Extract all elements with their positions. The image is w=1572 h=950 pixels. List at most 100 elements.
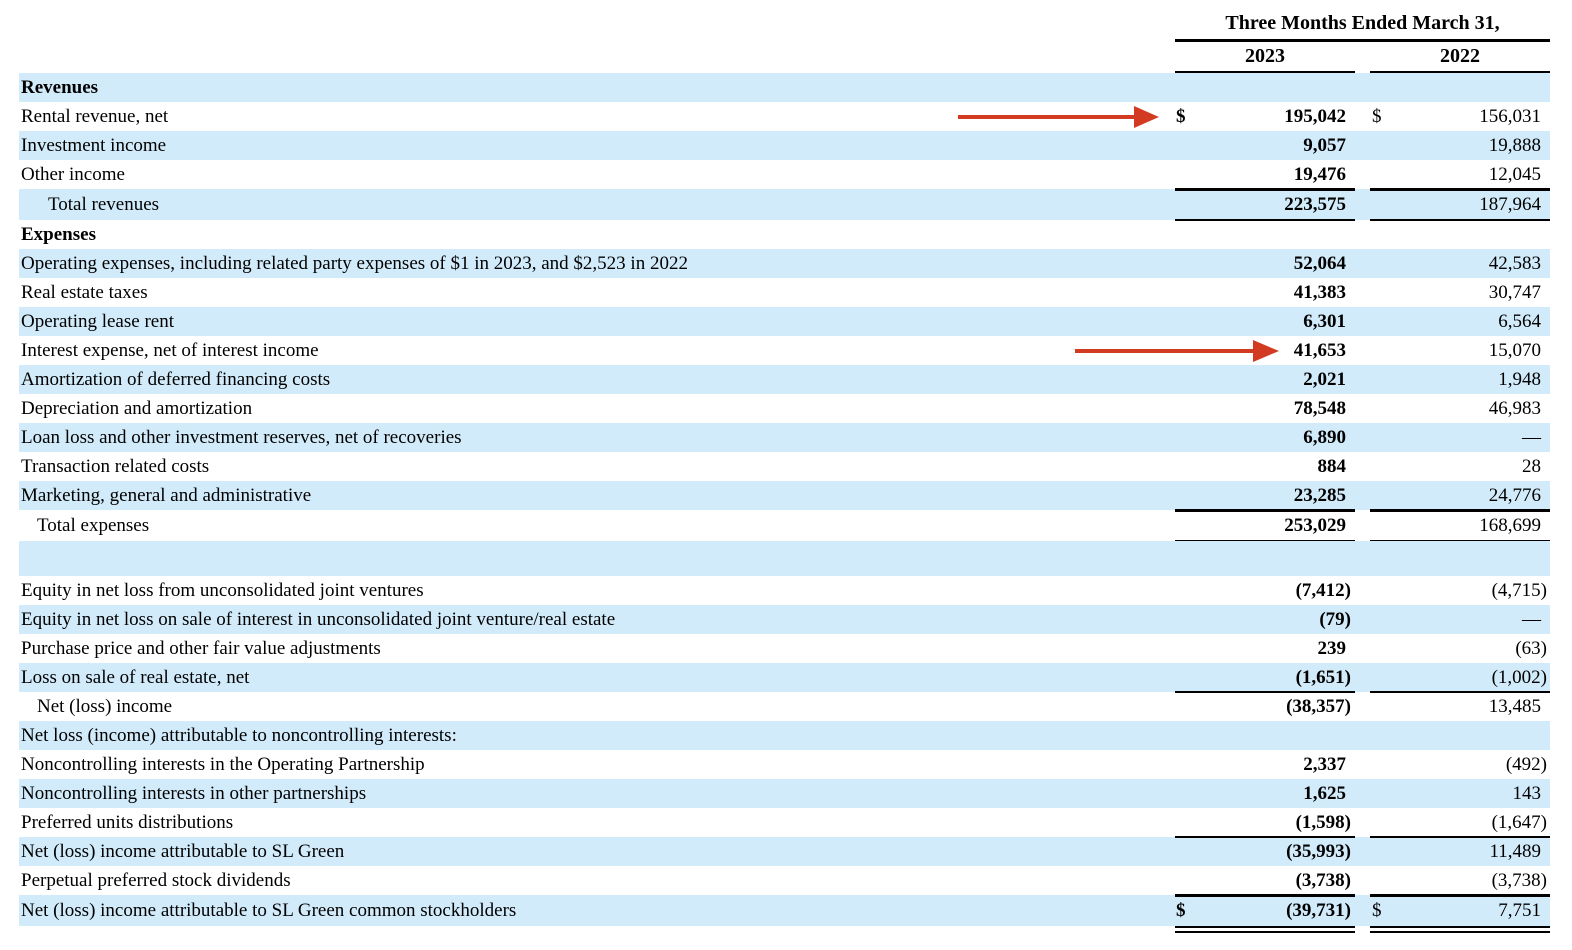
value-2023: 78,548: [1293, 397, 1346, 419]
value-2022: 24,776: [1488, 484, 1541, 506]
row-label: Equity in net loss on sale of interest i…: [21, 608, 616, 630]
value-2022: 42,583: [1488, 252, 1541, 274]
value-2023: 223,575: [1284, 193, 1346, 215]
value-2023: (7,412): [1295, 579, 1351, 601]
value-2022: 19,888: [1488, 134, 1541, 156]
row-label: Loss on sale of real estate, net: [21, 666, 250, 688]
subtotal-rule: [1370, 836, 1550, 838]
value-2022: —: [1522, 608, 1541, 630]
value-2022: 156,031: [1479, 105, 1541, 127]
value-2022: 6,564: [1498, 310, 1541, 332]
double-rule: [1175, 931, 1355, 933]
section-header-expenses: Expenses: [0, 220, 1572, 249]
row-label: Rental revenue, net: [21, 105, 169, 127]
table-row-marketing-general-admin: Marketing, general and administrative 23…: [0, 481, 1572, 510]
value-2022: (492): [1505, 753, 1547, 775]
value-2022: 1,948: [1498, 368, 1541, 390]
value-2022: 143: [1512, 782, 1542, 804]
value-2023: 239: [1317, 637, 1347, 659]
table-row-transaction-costs: Transaction related costs 884 28: [0, 452, 1572, 481]
table-row-loss-sale-real-estate: Loss on sale of real estate, net (1,651)…: [0, 663, 1572, 692]
subtotal-rule: [1175, 188, 1355, 191]
currency-symbol: $: [1372, 105, 1382, 127]
currency-symbol: $: [1372, 899, 1382, 921]
row-label: Loan loss and other investment reserves,…: [21, 426, 462, 448]
subtotal-rule: [1175, 691, 1355, 693]
value-2023: 195,042: [1284, 105, 1346, 127]
table-row-real-estate-taxes: Real estate taxes 41,383 30,747: [0, 278, 1572, 307]
value-2023: 19,476: [1293, 163, 1346, 185]
row-label: Transaction related costs: [21, 455, 210, 477]
table-row-equity-loss-sale-interest: Equity in net loss on sale of interest i…: [0, 605, 1572, 634]
value-2023: 884: [1317, 455, 1347, 477]
table-row-total-expenses: Total expenses 253,029 168,699: [0, 509, 1572, 542]
row-label: Operating lease rent: [21, 310, 174, 332]
row-label: Depreciation and amortization: [21, 397, 253, 419]
value-2023: (3,738): [1295, 869, 1351, 891]
row-label: Investment income: [21, 134, 167, 156]
table-row-operating-lease-rent: Operating lease rent 6,301 6,564: [0, 307, 1572, 336]
row-label: Revenues: [21, 76, 99, 98]
value-2022: 187,964: [1479, 193, 1541, 215]
value-2023: 1,625: [1303, 782, 1346, 804]
row-label: Equity in net loss from unconsolidated j…: [21, 579, 424, 601]
row-label: Net loss (income) attributable to noncon…: [21, 724, 457, 746]
subtotal-rule: [1370, 188, 1550, 191]
table-row-loan-loss-reserves: Loan loss and other investment reserves,…: [0, 423, 1572, 452]
table-row-nci-operating-partnership: Noncontrolling interests in the Operatin…: [0, 750, 1572, 779]
row-label: Net (loss) income: [37, 695, 173, 717]
table-row-investment-income: Investment income 9,057 19,888: [0, 131, 1572, 160]
section-header-revenues: Revenues: [0, 73, 1572, 102]
value-2023: 9,057: [1303, 134, 1346, 156]
row-label: Total expenses: [37, 514, 150, 536]
subtotal-rule: [1370, 509, 1550, 512]
value-2023: (39,731): [1286, 899, 1351, 921]
value-2022: 12,045: [1488, 163, 1541, 185]
row-label: Total revenues: [48, 193, 160, 215]
table-row-other-income: Other income 19,476 12,045: [0, 160, 1572, 189]
row-label: Purchase price and other fair value adju…: [21, 637, 381, 659]
table-row-purchase-price-adjustments: Purchase price and other fair value adju…: [0, 634, 1572, 663]
value-2022: 168,699: [1479, 514, 1541, 536]
table-row-rental-revenue: Rental revenue, net $ 195,042 $ 156,031: [0, 102, 1572, 131]
row-label: Amortization of deferred financing costs: [21, 368, 331, 390]
value-2023: 23,285: [1293, 484, 1346, 506]
row-label: Expenses: [21, 223, 96, 245]
value-2023: 52,064: [1293, 252, 1346, 274]
total-rule: [1175, 219, 1355, 221]
value-2022: (3,738): [1491, 869, 1547, 891]
value-2022: (63): [1515, 637, 1547, 659]
period-title: Three Months Ended March 31,: [1225, 12, 1500, 34]
value-2023: (79): [1319, 608, 1351, 630]
arrow-right-icon: [958, 106, 1159, 128]
value-2022: 46,983: [1488, 397, 1541, 419]
row-label: Operating expenses, including related pa…: [21, 252, 688, 274]
income-statement-table: Revenues Rental revenue, net $ 195,042 $…: [0, 73, 1572, 933]
table-row-nci-other-partnerships: Noncontrolling interests in other partne…: [0, 779, 1572, 808]
row-label: Preferred units distributions: [21, 811, 234, 833]
double-rule: [1370, 931, 1550, 933]
value-2023: 253,029: [1284, 514, 1346, 536]
table-row-total-revenues: Total revenues 223,575 187,964: [0, 188, 1572, 221]
value-2023: 6,890: [1303, 426, 1346, 448]
currency-symbol: $: [1176, 105, 1186, 127]
column-underline-2022: [1370, 71, 1550, 73]
value-2023: 2,337: [1303, 753, 1346, 775]
arrow-right-icon: [1075, 340, 1279, 362]
row-label: Perpetual preferred stock dividends: [21, 869, 291, 891]
table-row-net-income-sl-green: Net (loss) income attributable to SL Gre…: [0, 836, 1572, 866]
row-label: Net (loss) income attributable to SL Gre…: [21, 840, 345, 862]
value-2022: 30,747: [1488, 281, 1541, 303]
table-row-equity-net-loss-jv: Equity in net loss from unconsolidated j…: [0, 576, 1572, 605]
value-2022: —: [1522, 426, 1541, 448]
column-header-2023: 2023: [1245, 45, 1285, 67]
table-row-interest-expense: Interest expense, net of interest income…: [0, 336, 1572, 365]
value-2023: 41,653: [1293, 339, 1346, 361]
subtotal-rule: [1175, 509, 1355, 512]
row-label: Marketing, general and administrative: [21, 484, 312, 506]
subtotal-rule: [1175, 894, 1355, 897]
value-2023: 41,383: [1293, 281, 1346, 303]
table-row-depreciation: Depreciation and amortization 78,548 46,…: [0, 394, 1572, 423]
total-rule: [1370, 219, 1550, 221]
section-header-noncontrolling: Net loss (income) attributable to noncon…: [0, 721, 1572, 750]
